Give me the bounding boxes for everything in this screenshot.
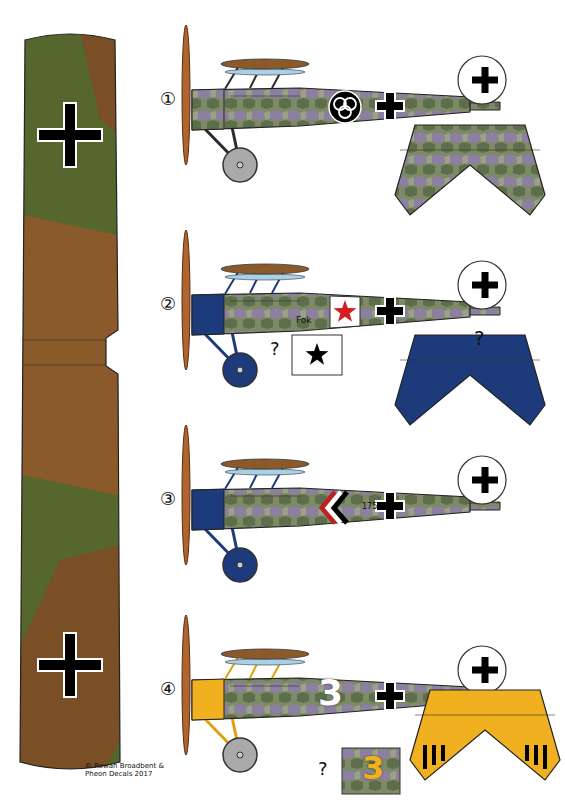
cross-arm (377, 307, 403, 315)
engine-cowling (192, 89, 224, 130)
marking-text: ? (318, 760, 328, 778)
callout-number: ④ (160, 680, 176, 698)
cross-arm (472, 282, 498, 289)
gun-line (230, 496, 300, 497)
cross-border (37, 128, 103, 142)
panel-line (22, 365, 106, 366)
cross-arm (472, 667, 498, 674)
tailplane-top (395, 335, 545, 425)
marking-text: 175 (362, 503, 377, 511)
parasol-wing (221, 649, 309, 659)
hinge-line (415, 715, 555, 716)
propeller (182, 25, 190, 165)
cross-arm (39, 660, 101, 670)
fuselage (192, 293, 470, 335)
engine-cowling (192, 489, 224, 530)
marking-text: 3 (318, 675, 343, 711)
cross-arm (39, 130, 101, 140)
cross-arm (377, 102, 403, 110)
stripe (543, 745, 547, 769)
white-band (330, 296, 360, 328)
fuselage (192, 88, 470, 130)
wing-underside (225, 69, 305, 75)
wing-underside (225, 274, 305, 280)
propeller (182, 615, 190, 755)
inset-panel (292, 335, 342, 375)
callout-number: ① (160, 90, 176, 108)
gun-line (230, 96, 300, 97)
marking-text: ? (474, 328, 485, 348)
parasol-wing (221, 59, 309, 69)
wheel-hub (237, 752, 243, 758)
marking-text: Fok (296, 316, 312, 325)
stripe (423, 745, 427, 769)
callout-number: ② (160, 295, 176, 313)
stripe (432, 745, 436, 765)
fuselage (192, 488, 470, 530)
cross-border (37, 658, 103, 672)
emblem-disc (329, 91, 361, 123)
parasol-wing (221, 264, 309, 274)
marking-text: 3 (362, 752, 384, 784)
propeller (182, 230, 190, 370)
stripe (525, 745, 529, 761)
star-marking (306, 343, 329, 365)
inset-panel (342, 748, 400, 794)
tailplane-top (395, 125, 545, 215)
copyright-note: © Rowan Broadbent & Pheon Decals 2017 (85, 762, 185, 779)
panel-line (22, 340, 106, 341)
gun-line (230, 301, 300, 302)
marking-text: ? (270, 340, 280, 358)
hinge-line (400, 150, 540, 151)
hinge-line (400, 360, 540, 361)
tailplane-top (410, 690, 560, 780)
chevron-black (334, 492, 347, 523)
cross-arm (472, 77, 498, 84)
callout-number: ③ (160, 490, 176, 508)
stripe (441, 745, 445, 761)
star-marking (334, 300, 357, 322)
rudder (458, 456, 506, 504)
rudder (458, 261, 506, 309)
wheel (223, 738, 257, 772)
wing-underside (225, 659, 305, 665)
emblem-ring (339, 106, 351, 118)
wheel (223, 548, 257, 582)
wheel (223, 148, 257, 182)
wing-underside (225, 469, 305, 475)
engine-cowling (192, 294, 224, 335)
wing-outline (20, 34, 120, 769)
wheel-hub (237, 562, 243, 568)
gun-line (230, 686, 300, 687)
propeller (182, 425, 190, 565)
rudder (458, 56, 506, 104)
cross-arm (472, 477, 498, 484)
cross-arm (377, 692, 403, 700)
wheel-hub (237, 162, 243, 168)
stripe (534, 745, 538, 765)
wheel-hub (237, 367, 243, 373)
wheel (223, 353, 257, 387)
rudder (458, 646, 506, 694)
cross-arm (377, 502, 403, 510)
parasol-wing (221, 459, 309, 469)
engine-cowling (192, 679, 224, 720)
